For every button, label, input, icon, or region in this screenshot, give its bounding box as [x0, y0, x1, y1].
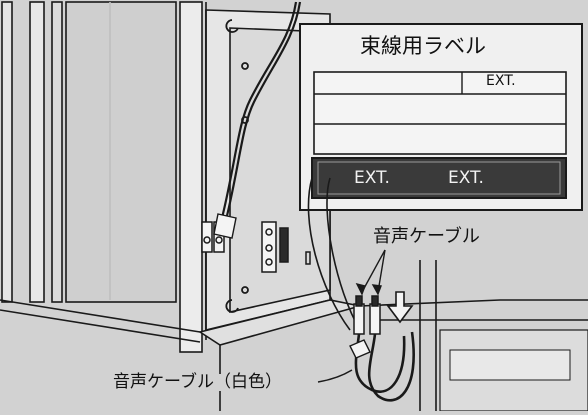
- cable-tie: [213, 213, 237, 239]
- connector-jacks: [201, 221, 311, 273]
- bottom-label-leader: [317, 369, 353, 383]
- callout-leader-2: [326, 177, 361, 331]
- cable-from-top: [220, 1, 302, 221]
- audio-cable-label: 音声ケーブル: [370, 228, 483, 246]
- down-arrow-icon: [386, 291, 414, 324]
- callout-leader: [307, 177, 351, 331]
- right-unit-panel: [449, 349, 571, 381]
- callout-box: [299, 23, 583, 211]
- label-ext-text: EXT.: [486, 73, 516, 89]
- pointer-arrows: [355, 249, 386, 296]
- audio-cable: [349, 331, 415, 402]
- band-ext-text-right: EXT.: [448, 168, 484, 188]
- audio-cable-white-label: 音声ケーブル（白色）: [110, 374, 285, 391]
- band-ext-text-left: EXT.: [354, 168, 390, 188]
- cabinet-side: [1, 1, 207, 353]
- callout-title: 束線用ラベル: [360, 34, 486, 58]
